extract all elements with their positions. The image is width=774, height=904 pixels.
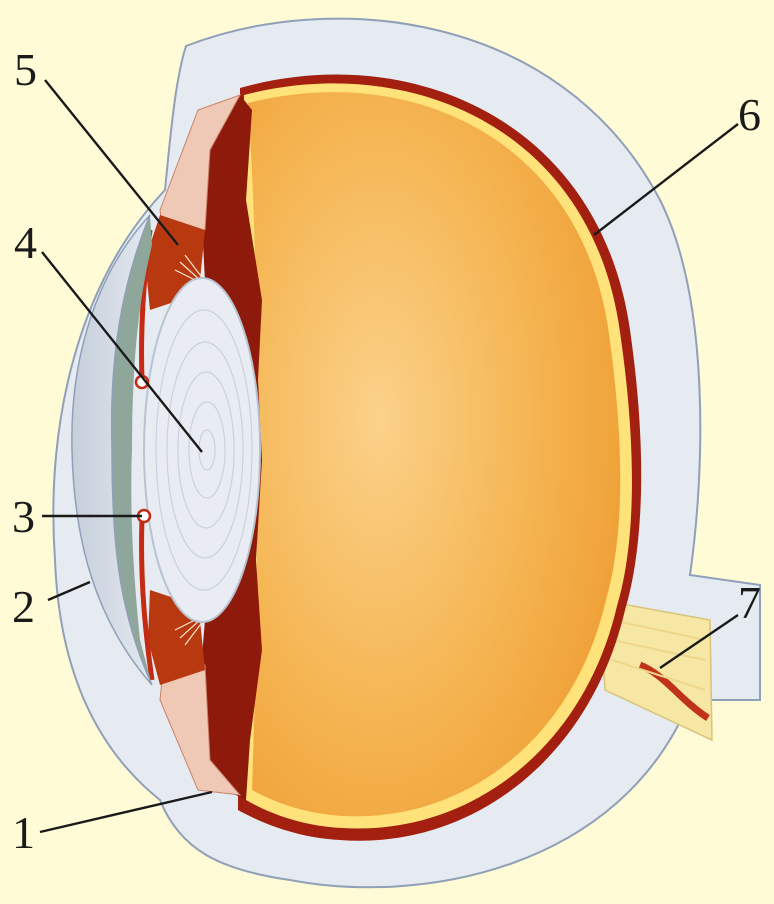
label-2: 2 — [12, 581, 35, 632]
label-3: 3 — [12, 491, 35, 542]
leader-5 — [45, 80, 178, 245]
label-4: 4 — [14, 217, 37, 268]
label-6: 6 — [738, 89, 761, 140]
label-1: 1 — [12, 807, 35, 858]
label-7: 7 — [738, 577, 761, 628]
label-5: 5 — [14, 44, 37, 95]
